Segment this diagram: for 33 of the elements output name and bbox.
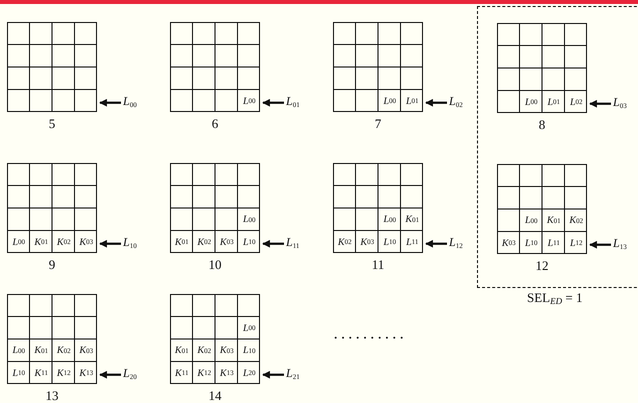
grid-caption: 6	[210, 117, 220, 131]
arrow	[589, 240, 611, 249]
grid-caption: 9	[48, 258, 56, 272]
signal-label: L$_{01}$	[286, 94, 300, 112]
dashed-group-box	[477, 6, 638, 288]
arrow	[262, 98, 284, 107]
signal-label: L$_{12}$	[449, 234, 463, 253]
grid-caption: 12	[534, 259, 550, 273]
signal-label: L$_{00}$	[123, 94, 137, 112]
arrow	[589, 100, 611, 108]
arrow	[99, 98, 121, 107]
signal-label: L$_{10}$	[123, 234, 137, 253]
arrow	[425, 240, 447, 248]
grid-caption: 11	[370, 258, 386, 272]
signal-label: L$_{20}$	[123, 366, 137, 384]
signal-label: L$_{03}$	[613, 94, 627, 113]
group-heading: SEL$_{ED}$ = 1	[527, 291, 582, 308]
grid-caption: 13	[44, 389, 60, 403]
signal-label: L$_{11}$	[286, 234, 300, 253]
grid-caption: 10	[208, 258, 222, 272]
grid-caption: 14	[208, 389, 222, 403]
grid-caption: 5	[48, 117, 56, 131]
signal-label: L$_{13}$	[613, 236, 627, 254]
signal-label: L$_{21}$	[286, 366, 300, 384]
arrow	[99, 240, 121, 248]
arrow	[99, 370, 121, 379]
arrow	[262, 370, 284, 379]
arrow	[425, 98, 447, 107]
ellipsis-text: ··········	[333, 330, 406, 348]
signal-label: L$_{02}$	[449, 94, 463, 112]
grid-caption: 7	[374, 117, 382, 131]
grid-caption: 8	[538, 118, 546, 132]
arrow	[262, 240, 284, 248]
